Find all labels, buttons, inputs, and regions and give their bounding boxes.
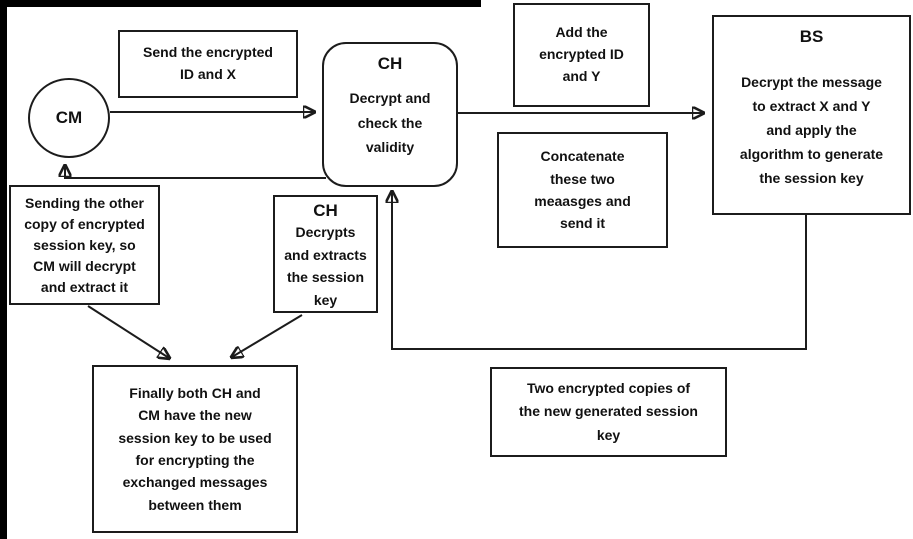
sending-note-text: Sending the other copy of encrypted sess… bbox=[24, 194, 145, 295]
bs-label: BS bbox=[799, 27, 824, 46]
ch-decrypts-note: CH Decrypts and extracts the session key bbox=[273, 195, 378, 313]
arrow-chdecrypts-to-finally bbox=[232, 314, 303, 357]
concatenate-note-text: Concatenate these two meaasges and send … bbox=[534, 148, 631, 232]
two-copies-note-text: Two encrypted copies of the new generate… bbox=[519, 380, 698, 443]
cm-node: CM bbox=[28, 78, 110, 158]
concatenate-note: Concatenate these two meaasges and send … bbox=[497, 132, 668, 248]
send-note-text: Send the encrypted ID and X bbox=[143, 44, 273, 82]
ch-node: CH Decrypt and check the validity bbox=[322, 42, 458, 187]
left-black-bar bbox=[0, 0, 7, 539]
arrow-ch-to-cm bbox=[65, 166, 326, 179]
add-note-text: Add the encrypted ID and Y bbox=[539, 24, 624, 84]
ch-label: CH bbox=[377, 54, 403, 73]
ch-decrypts-text: Decrypts and extracts the session key bbox=[284, 224, 367, 308]
two-copies-note: Two encrypted copies of the new generate… bbox=[490, 367, 727, 457]
sending-note: Sending the other copy of encrypted sess… bbox=[9, 185, 160, 305]
send-note: Send the encrypted ID and X bbox=[118, 30, 298, 98]
ch-decrypts-label: CH bbox=[313, 201, 338, 220]
finally-note-text: Finally both CH and CM have the new sess… bbox=[118, 384, 272, 513]
bs-node: BS Decrypt the message to extract X and … bbox=[712, 15, 911, 215]
add-note: Add the encrypted ID and Y bbox=[513, 3, 650, 107]
bs-body-text: Decrypt the message to extract X and Y a… bbox=[739, 74, 884, 186]
top-black-bar bbox=[0, 0, 481, 7]
ch-body-text: Decrypt and check the validity bbox=[349, 90, 431, 156]
finally-note: Finally both CH and CM have the new sess… bbox=[92, 365, 298, 533]
arrow-sending-to-finally bbox=[87, 305, 169, 358]
cm-label: CM bbox=[55, 107, 83, 127]
